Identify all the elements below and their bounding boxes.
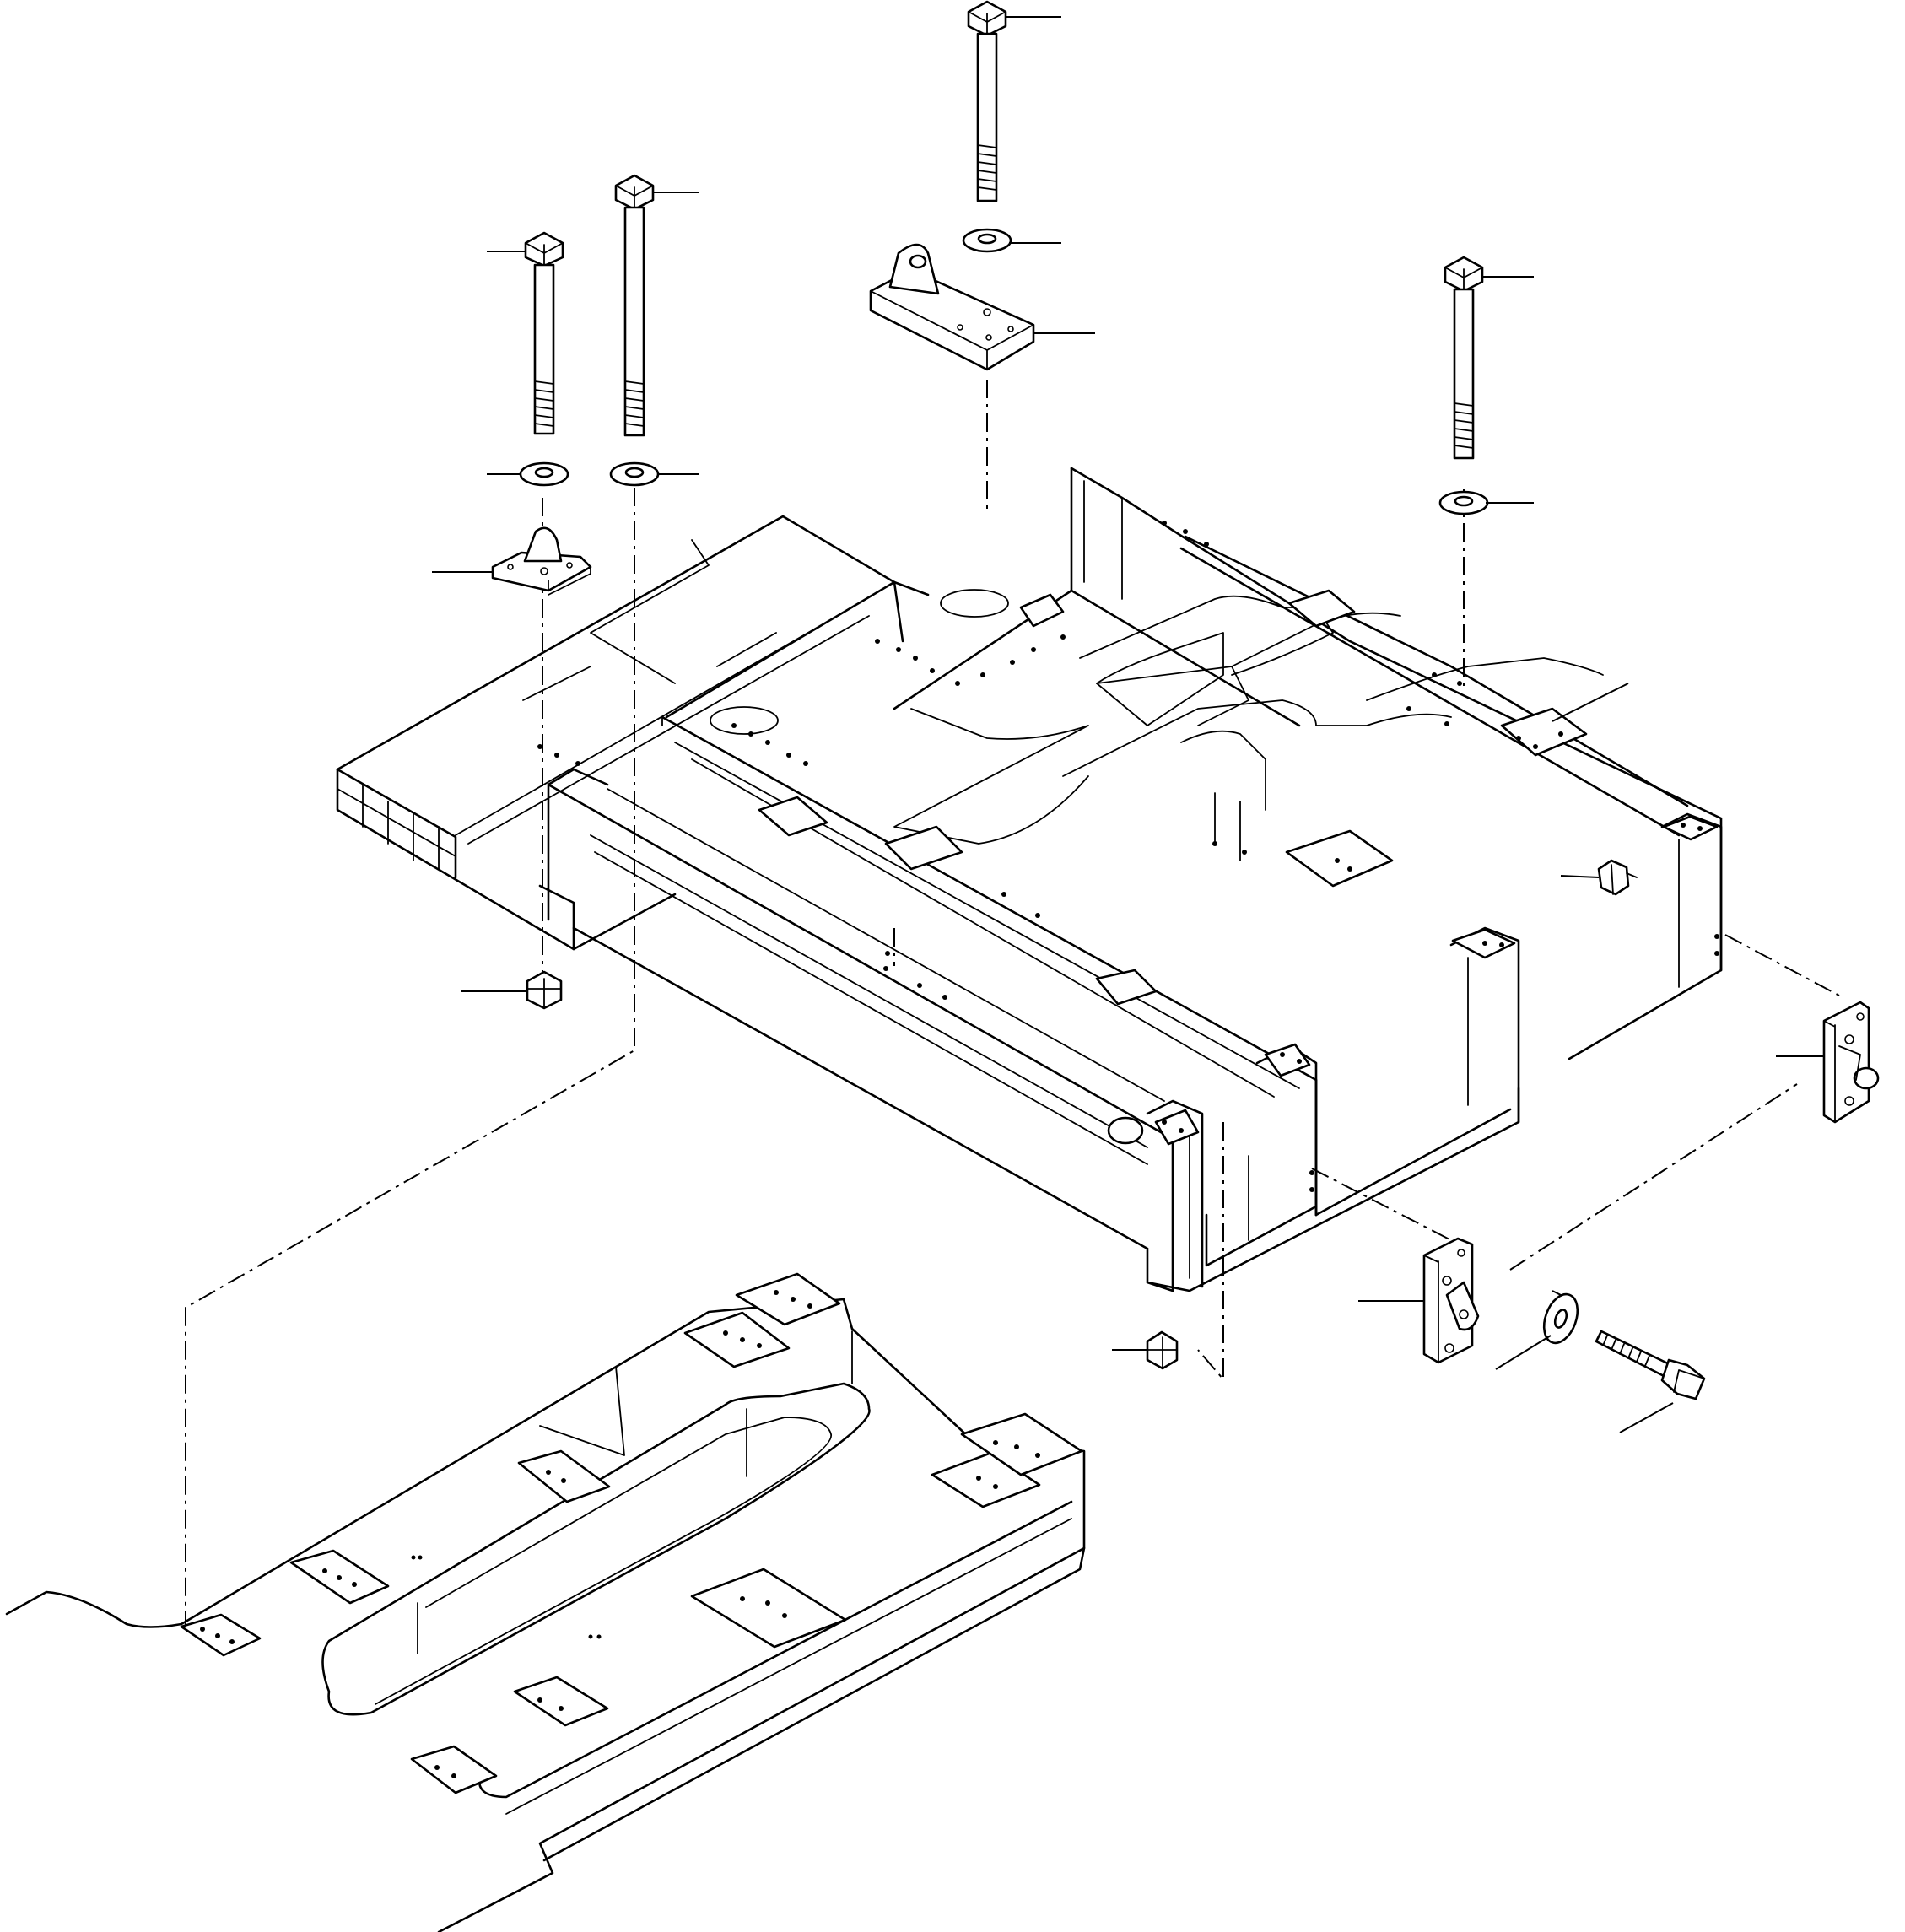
bolt-side [1595,1330,1706,1400]
main-frame [336,467,1723,1292]
washer-side [1542,1292,1579,1345]
bracket-top [869,243,1035,371]
nut-frame-right [1597,859,1638,896]
base-chassis [5,1272,1086,1932]
nut-bottom [1146,1330,1179,1370]
nut-left [526,970,563,1010]
side-bracket-upper [1822,1001,1880,1124]
washer-left [519,461,569,487]
washer-top [962,228,1012,253]
bolt-top [967,0,1007,202]
bolt-left [524,231,564,435]
callout-leaders [432,16,1824,1433]
bolt-middle [614,174,655,437]
bolt-right [1444,256,1484,460]
side-bracket-lower [1422,1237,1480,1364]
base-plates [180,1272,1083,1794]
washer-right [1438,490,1489,515]
bracket-left [491,526,592,596]
washer-middle [609,461,660,487]
